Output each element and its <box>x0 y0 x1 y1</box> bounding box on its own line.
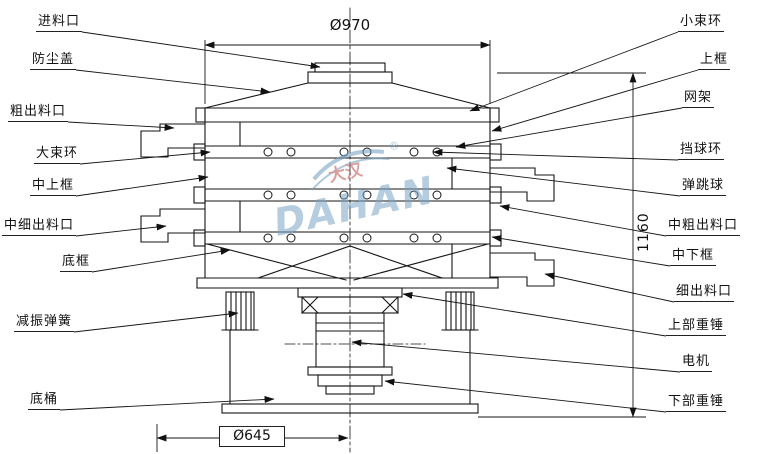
label-middle-lower-frame: 中下框 <box>670 246 716 266</box>
label-large-clamp-ring: 大束环 <box>34 144 80 164</box>
dim-base-diameter: Ø645 <box>219 426 285 447</box>
label-feed-inlet: 进料口 <box>36 12 82 32</box>
label-coarse-outlet: 粗出料口 <box>8 102 68 122</box>
watermark-swoosh2-icon <box>311 157 390 191</box>
label-middle-upper-frame: 中上框 <box>30 176 76 196</box>
registered-mark: ® <box>388 139 401 154</box>
label-damping-spring: 减振弹簧 <box>14 312 74 332</box>
machine-outline <box>140 7 555 453</box>
label-bottom-frame: 底框 <box>60 252 92 272</box>
dim-top-diameter: Ø970 <box>329 16 371 34</box>
watermark-swoosh-icon <box>312 149 385 181</box>
label-bouncing-ball: 弹跳球 <box>680 176 726 196</box>
label-upper-frame: 上框 <box>698 50 730 70</box>
label-dust-cover: 防尘盖 <box>30 50 76 70</box>
label-middle-coarse-outlet: 中粗出料口 <box>666 216 740 236</box>
label-lower-weight: 下部重锤 <box>666 392 726 412</box>
label-mesh-frame: 网架 <box>682 88 714 108</box>
label-small-clamp-ring: 小束环 <box>678 12 724 32</box>
label-upper-weight: 上部重锤 <box>666 316 726 336</box>
leader-lines <box>59 31 699 413</box>
label-ball-stop-ring: 挡球环 <box>678 140 724 160</box>
spring-left <box>225 291 255 331</box>
spring-right <box>445 291 475 331</box>
label-motor: 电机 <box>680 352 712 372</box>
dim-height: 1160 <box>636 212 652 252</box>
label-base-barrel: 底桶 <box>28 390 60 410</box>
label-fine-outlet: 细出料口 <box>674 282 734 302</box>
label-middle-fine-outlet: 中细出料口 <box>2 216 76 236</box>
